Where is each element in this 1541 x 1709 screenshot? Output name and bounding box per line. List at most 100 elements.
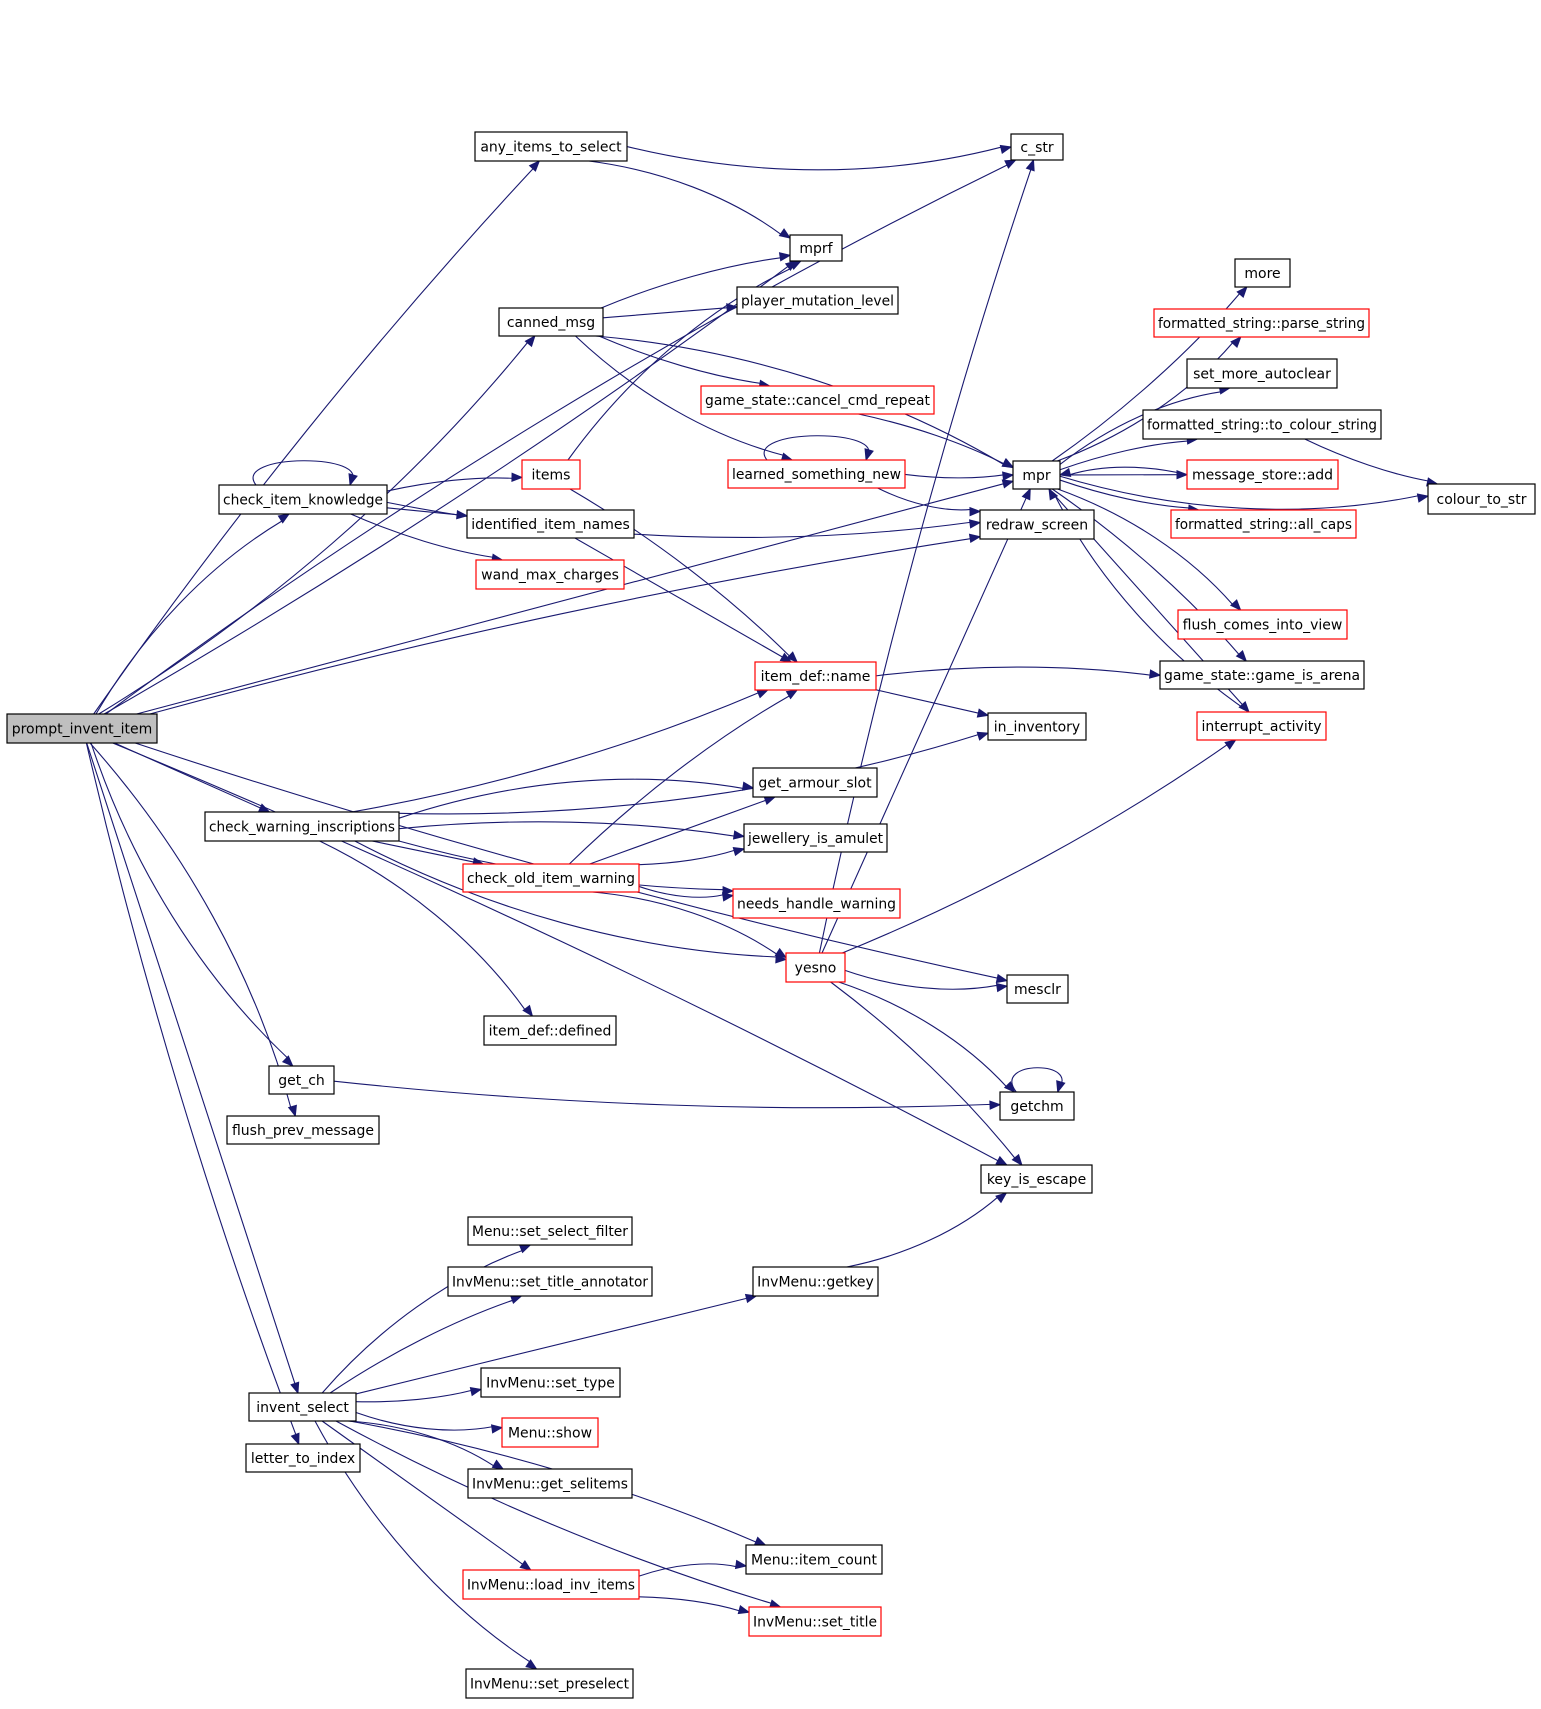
node-box[interactable] xyxy=(727,459,906,489)
node-box[interactable] xyxy=(745,1544,883,1575)
node-box[interactable] xyxy=(474,131,628,162)
node-item-def-defined[interactable]: item_def::defined xyxy=(483,1015,617,1046)
node-box[interactable] xyxy=(999,1091,1075,1121)
node-interrupt-activity[interactable]: interrupt_activity xyxy=(1196,711,1327,741)
node-set-title[interactable]: InvMenu::set_title xyxy=(748,1606,882,1637)
node-box[interactable] xyxy=(218,484,388,515)
node-set-preselect[interactable]: InvMenu::set_preselect xyxy=(465,1668,634,1699)
node-box[interactable] xyxy=(1177,609,1348,640)
node-box[interactable] xyxy=(743,823,888,853)
node-invmenu-getkey[interactable]: InvMenu::getkey xyxy=(752,1266,879,1297)
node-box[interactable] xyxy=(245,1443,361,1473)
node-box[interactable] xyxy=(732,888,901,919)
node-message-store-add[interactable]: message_store::add xyxy=(1186,459,1339,490)
node-in-inventory[interactable]: in_inventory xyxy=(987,712,1087,741)
node-box[interactable] xyxy=(466,509,635,539)
node-menu-show[interactable]: Menu::show xyxy=(501,1417,599,1448)
node-box[interactable] xyxy=(1006,974,1069,1004)
node-item-count[interactable]: Menu::item_count xyxy=(745,1544,883,1575)
node-box[interactable] xyxy=(467,1216,633,1246)
node-learned-something-new[interactable]: learned_something_new xyxy=(727,459,906,489)
node-getchm[interactable]: getchm xyxy=(999,1091,1075,1121)
node-box[interactable] xyxy=(1234,258,1291,288)
node-box[interactable] xyxy=(226,1115,380,1145)
node-box[interactable] xyxy=(521,459,581,490)
node-box[interactable] xyxy=(1170,509,1357,539)
node-box[interactable] xyxy=(1010,133,1064,161)
node-invent-select[interactable]: invent_select xyxy=(248,1392,357,1422)
node-key-is-escape[interactable]: key_is_escape xyxy=(980,1164,1093,1194)
node-box[interactable] xyxy=(1153,308,1370,338)
node-letter-to-index[interactable]: letter_to_index xyxy=(245,1443,361,1473)
node-box[interactable] xyxy=(700,385,935,415)
node-box[interactable] xyxy=(248,1392,357,1422)
node-box[interactable] xyxy=(465,1668,634,1699)
node-identified-item-names[interactable]: identified_item_names xyxy=(466,509,635,539)
node-jewellery-is-amulet[interactable]: jewellery_is_amulet xyxy=(743,823,888,853)
node-canned-msg[interactable]: canned_msg xyxy=(498,307,604,337)
node-needs-handle-warning[interactable]: needs_handle_warning xyxy=(732,888,901,919)
node-c-str[interactable]: c_str xyxy=(1010,133,1064,161)
node-box[interactable] xyxy=(1196,711,1327,741)
node-flush-comes-into-view[interactable]: flush_comes_into_view xyxy=(1177,609,1348,640)
node-mprf[interactable]: mprf xyxy=(789,234,843,262)
node-set-select-filter[interactable]: Menu::set_select_filter xyxy=(467,1216,633,1246)
node-box[interactable] xyxy=(480,1367,621,1398)
node-set-title-annotator[interactable]: InvMenu::set_title_annotator xyxy=(447,1266,653,1297)
node-box[interactable] xyxy=(980,1164,1093,1194)
node-box[interactable] xyxy=(475,559,625,590)
node-get-selitems[interactable]: InvMenu::get_selitems xyxy=(467,1468,633,1499)
node-box[interactable] xyxy=(987,712,1087,741)
node-box[interactable] xyxy=(789,234,843,262)
node-box[interactable] xyxy=(498,307,604,337)
node-box[interactable] xyxy=(1159,660,1365,690)
node-box[interactable] xyxy=(462,863,640,893)
node-box[interactable] xyxy=(754,661,877,691)
node-colour-to-str[interactable]: colour_to_str xyxy=(1427,483,1536,515)
node-check-old-item-warning[interactable]: check_old_item_warning xyxy=(462,863,640,893)
node-box[interactable] xyxy=(483,1015,617,1046)
node-box[interactable] xyxy=(1012,460,1061,490)
node-flush-prev-message[interactable]: flush_prev_message xyxy=(226,1115,380,1145)
node-box[interactable] xyxy=(752,1266,879,1297)
node-to-colour-string[interactable]: formatted_string::to_colour_string xyxy=(1142,409,1382,440)
node-box[interactable] xyxy=(785,952,846,983)
node-box[interactable] xyxy=(467,1468,633,1499)
node-box[interactable] xyxy=(501,1417,599,1448)
node-set-type[interactable]: InvMenu::set_type xyxy=(480,1367,621,1398)
node-box[interactable] xyxy=(1427,483,1536,515)
node-more[interactable]: more xyxy=(1234,258,1291,288)
node-items[interactable]: items xyxy=(521,459,581,490)
node-box[interactable] xyxy=(462,1569,640,1600)
node-game-is-arena[interactable]: game_state::game_is_arena xyxy=(1159,660,1365,690)
node-box[interactable] xyxy=(979,509,1095,540)
node-box[interactable] xyxy=(6,713,158,744)
node-prompt-invent-item[interactable]: prompt_invent_item xyxy=(6,713,158,744)
node-all-caps[interactable]: formatted_string::all_caps xyxy=(1170,509,1357,539)
node-check-item-knowledge[interactable]: check_item_knowledge xyxy=(218,484,388,515)
node-player-mutation-level[interactable]: player_mutation_level xyxy=(736,286,899,315)
node-check-warning-inscriptions[interactable]: check_warning_inscriptions xyxy=(204,811,400,842)
node-box[interactable] xyxy=(748,1606,882,1637)
node-parse-string[interactable]: formatted_string::parse_string xyxy=(1153,308,1370,338)
node-get-armour-slot[interactable]: get_armour_slot xyxy=(752,767,878,798)
node-box[interactable] xyxy=(1186,358,1338,389)
node-set-more-autoclear[interactable]: set_more_autoclear xyxy=(1186,358,1338,389)
node-load-inv-items[interactable]: InvMenu::load_inv_items xyxy=(462,1569,640,1600)
node-get-ch[interactable]: get_ch xyxy=(268,1065,335,1095)
node-box[interactable] xyxy=(268,1065,335,1095)
node-box[interactable] xyxy=(752,767,878,798)
node-mpr[interactable]: mpr xyxy=(1012,460,1061,490)
node-item-def-name[interactable]: item_def::name xyxy=(754,661,877,691)
node-cancel-cmd-repeat[interactable]: game_state::cancel_cmd_repeat xyxy=(700,385,935,415)
node-box[interactable] xyxy=(1186,459,1339,490)
node-wand-max-charges[interactable]: wand_max_charges xyxy=(475,559,625,590)
node-box[interactable] xyxy=(1142,409,1382,440)
node-box[interactable] xyxy=(736,286,899,315)
node-yesno[interactable]: yesno xyxy=(785,952,846,983)
node-box[interactable] xyxy=(204,811,400,842)
node-mesclr[interactable]: mesclr xyxy=(1006,974,1069,1004)
node-box[interactable] xyxy=(447,1266,653,1297)
node-any-items-to-select[interactable]: any_items_to_select xyxy=(474,131,628,162)
node-redraw-screen[interactable]: redraw_screen xyxy=(979,509,1095,540)
